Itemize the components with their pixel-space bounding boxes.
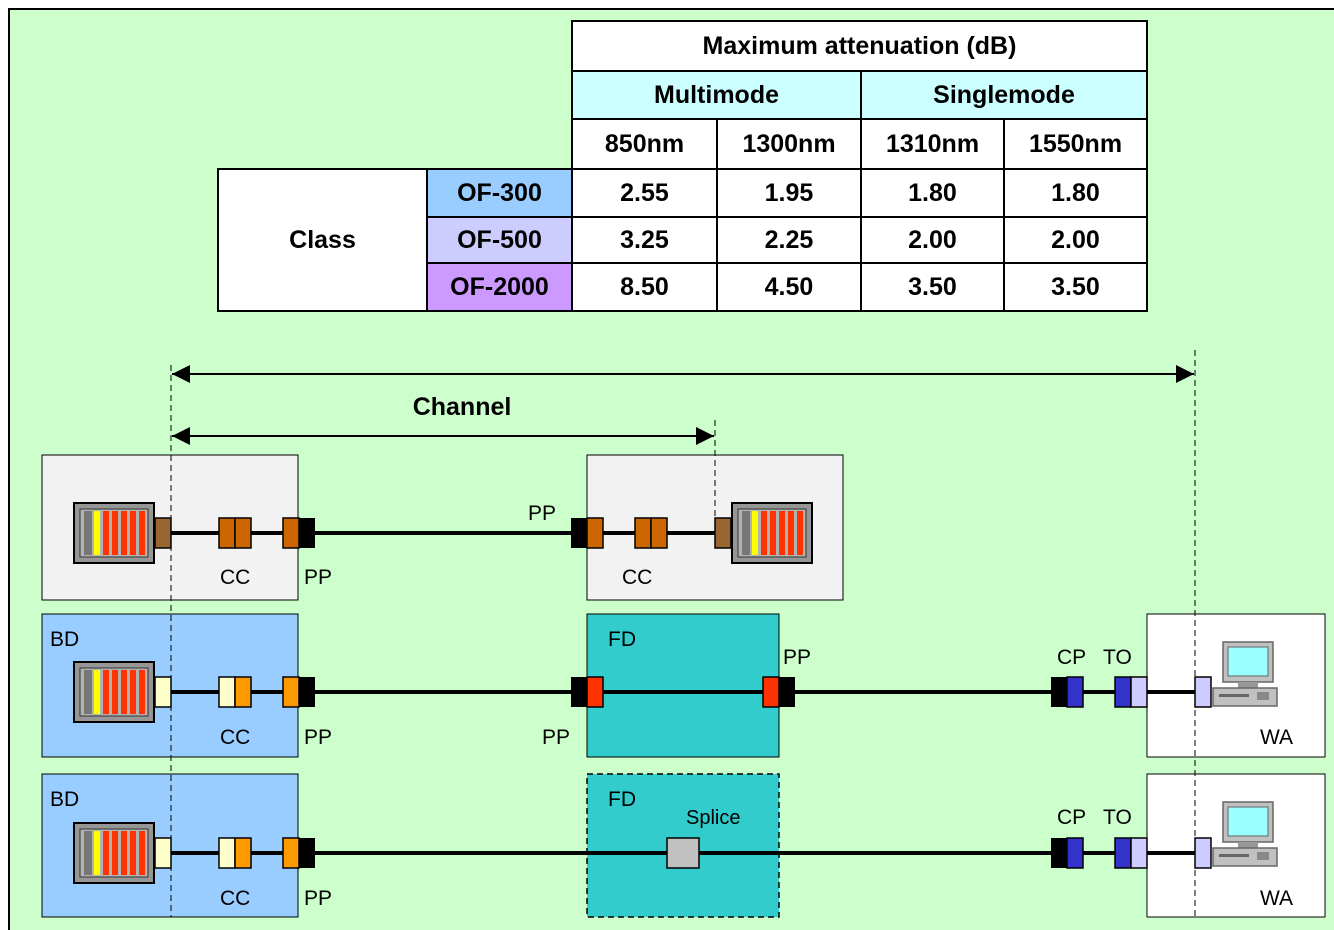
wa-label: WA [1260, 726, 1293, 749]
table-cell: 2.55 [571, 168, 718, 218]
computer-icon [1212, 641, 1278, 707]
class-label-of-2000: OF-2000 [426, 262, 573, 312]
class-row-header: Class [217, 168, 428, 312]
computer-icon [1212, 801, 1278, 867]
table-cell: 2.00 [860, 216, 1005, 264]
table-cell: 8.50 [571, 262, 718, 312]
table-cell: 4.50 [716, 262, 862, 312]
pp-label: PP [783, 646, 811, 669]
wavelength-header: 850nm [571, 118, 718, 170]
wa-box-bottom [1146, 773, 1326, 918]
wa-box-middle [1146, 613, 1326, 758]
rack-icon [73, 822, 155, 884]
attenuation-table: Maximum attenuation (dB) Multimode Singl… [217, 20, 1148, 312]
splice-label: Splice [686, 807, 740, 829]
rack-icon [73, 502, 155, 564]
cp-label: CP [1057, 806, 1086, 829]
group-header-multimode: Multimode [571, 70, 862, 120]
wavelength-header: 1300nm [716, 118, 862, 170]
table-cell: 3.50 [1003, 262, 1148, 312]
rack-icon [731, 502, 813, 564]
class-label-of-500: OF-500 [426, 216, 573, 264]
group-header-singlemode: Singlemode [860, 70, 1148, 120]
pp-label: PP [304, 566, 332, 589]
fd-label: FD [608, 788, 636, 811]
cc-label: CC [220, 566, 250, 589]
pp-label: PP [304, 726, 332, 749]
bd-label: BD [50, 628, 79, 651]
pp-label: PP [542, 726, 570, 749]
fd-box-middle [586, 613, 780, 758]
cc-label: CC [220, 726, 250, 749]
pp-label: PP [528, 502, 556, 525]
table-cell: 3.50 [860, 262, 1005, 312]
table-cell: 2.25 [716, 216, 862, 264]
table-cell: 2.00 [1003, 216, 1148, 264]
pp-label: PP [304, 887, 332, 910]
table-cell: 1.80 [1003, 168, 1148, 218]
to-label: TO [1103, 806, 1132, 829]
wa-label: WA [1260, 887, 1293, 910]
bd-label: BD [50, 788, 79, 811]
table-cell: 1.95 [716, 168, 862, 218]
table-cell: 1.80 [860, 168, 1005, 218]
to-label: TO [1103, 646, 1132, 669]
splice-icon [666, 837, 700, 869]
class-label-of-300: OF-300 [426, 168, 573, 218]
cc-label: CC [220, 887, 250, 910]
cc-label: CC [622, 566, 652, 589]
table-title: Maximum attenuation (dB) [571, 20, 1148, 72]
cp-label: CP [1057, 646, 1086, 669]
fd-label: FD [608, 628, 636, 651]
table-cell: 3.25 [571, 216, 718, 264]
rack-icon [73, 661, 155, 723]
channel-label: Channel [413, 393, 512, 421]
wavelength-header: 1550nm [1003, 118, 1148, 170]
wavelength-header: 1310nm [860, 118, 1005, 170]
